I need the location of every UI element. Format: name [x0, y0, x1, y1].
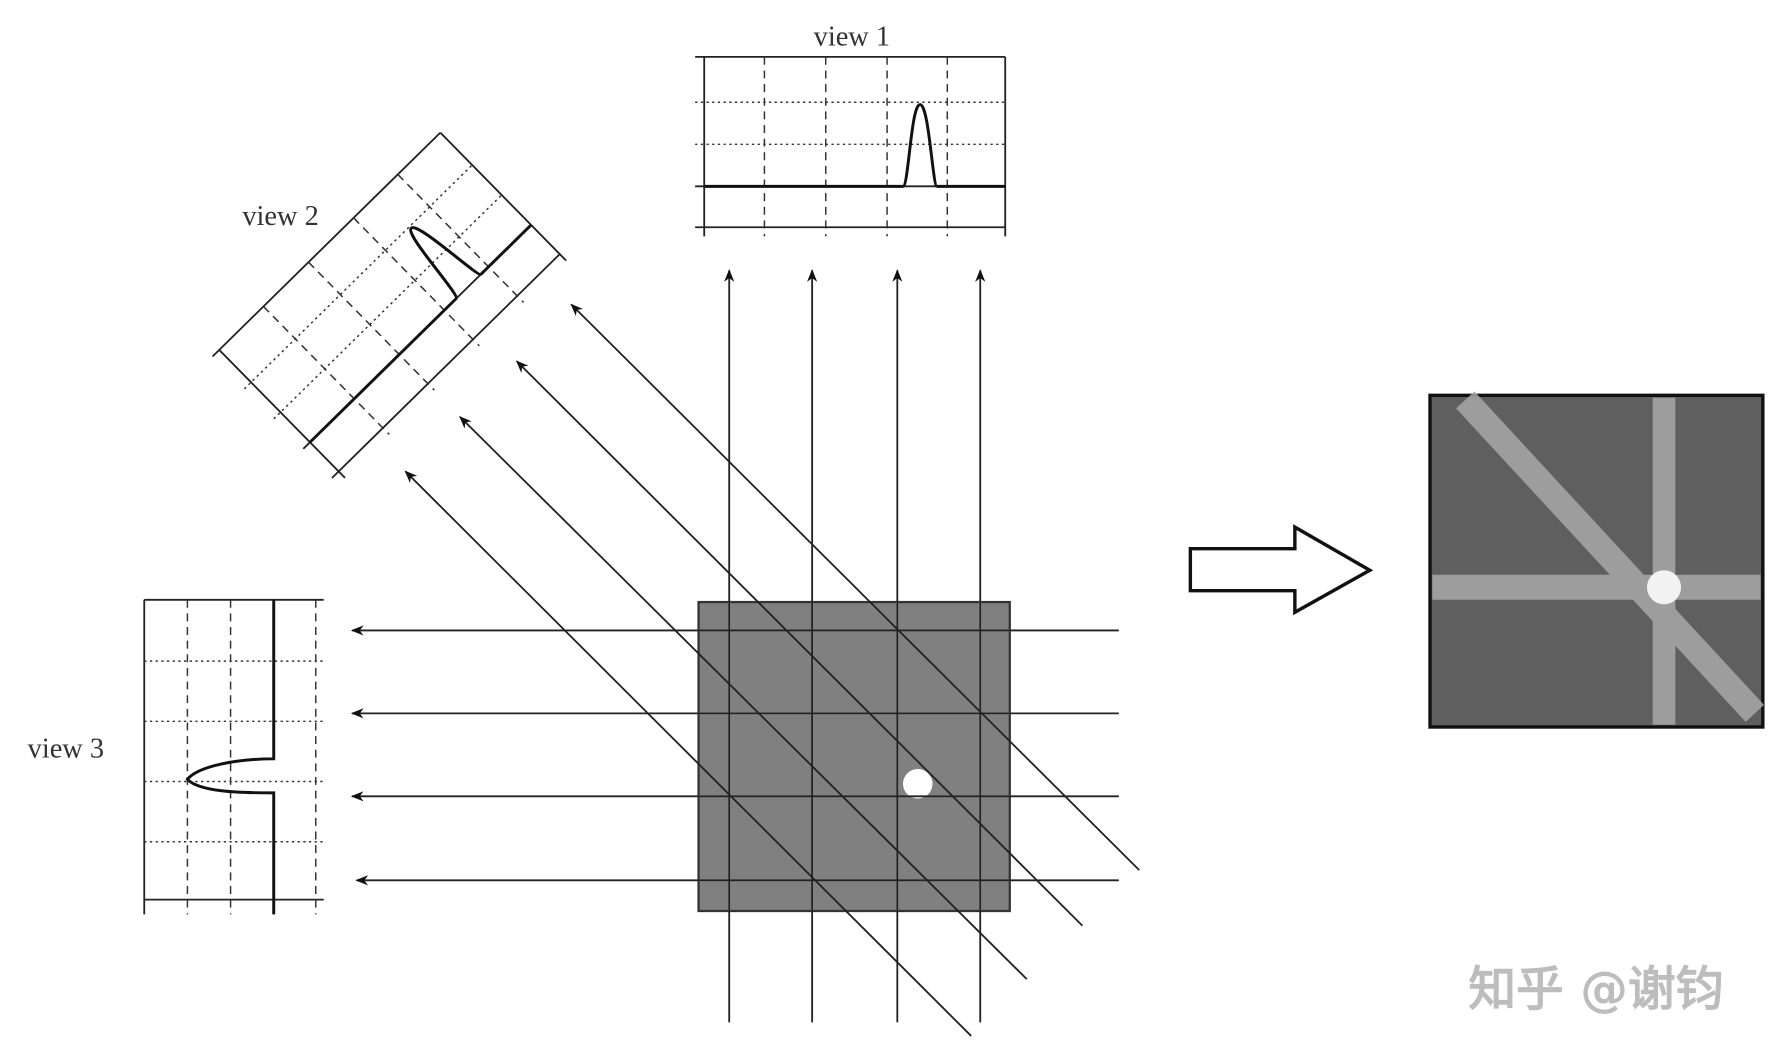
- view-3-projection-plot: [143, 598, 324, 915]
- view-2-label: view 2: [242, 201, 318, 232]
- arrow-right-icon: [1188, 524, 1374, 616]
- horizontal-rays: [350, 625, 1119, 886]
- view-1-label: view 1: [814, 21, 890, 52]
- dense-point: [902, 769, 933, 799]
- view-2-projection-plot: [211, 131, 568, 486]
- back-projection-result: [1428, 391, 1765, 729]
- vertical-rays: [724, 269, 986, 1023]
- view-1-projection-plot: [693, 55, 1007, 238]
- watermark: 知乎 @谢钧: [1468, 962, 1723, 1017]
- diagonal-rays: [404, 303, 1140, 1037]
- view-3-label: view 3: [28, 734, 104, 765]
- scanned-object: [697, 600, 1011, 913]
